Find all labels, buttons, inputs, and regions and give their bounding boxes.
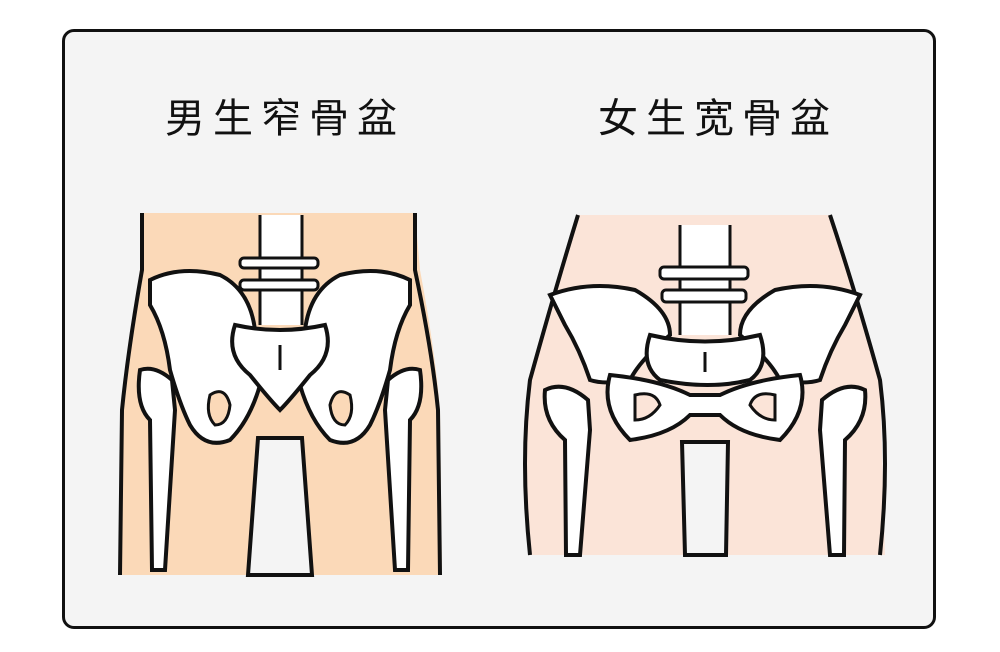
- male-right-ilium: [297, 269, 412, 445]
- male-right-femur: [382, 366, 424, 572]
- female-legs-gap: [679, 440, 731, 557]
- female-pelvis-title: 女生宽骨盆: [598, 96, 838, 142]
- female-pelvis-illustration: [523, 214, 887, 557]
- female-pubic-arch: [605, 372, 805, 443]
- male-legs-gap: [245, 436, 315, 577]
- male-pelvis-title: 男生窄骨盆: [165, 96, 405, 142]
- male-left-femur: [136, 366, 178, 572]
- male-spine: [260, 215, 302, 325]
- male-pelvis-illustration: [118, 213, 442, 577]
- female-left-femur: [542, 384, 593, 557]
- female-right-femur: [817, 384, 868, 557]
- male-left-ilium: [148, 269, 263, 445]
